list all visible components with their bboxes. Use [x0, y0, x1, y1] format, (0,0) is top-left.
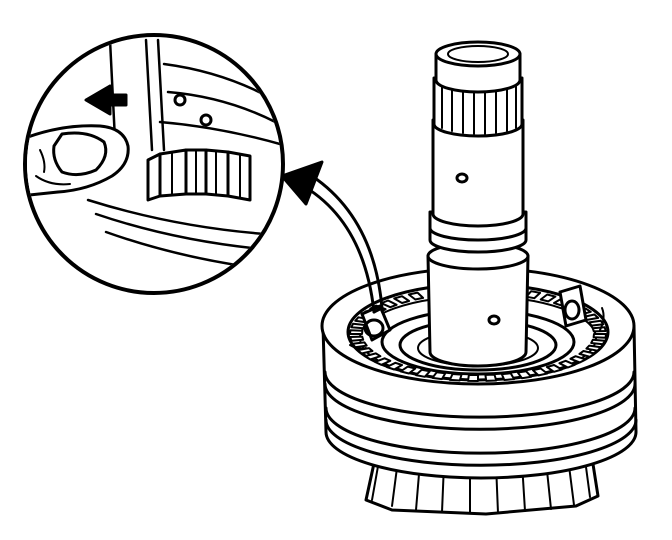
synchro-tooth — [349, 329, 364, 335]
detail-magnifier — [23, 33, 285, 295]
synchro-tooth — [585, 344, 602, 352]
detail-teeth — [146, 148, 252, 202]
synchro-tooth — [592, 333, 607, 339]
callout-arrow — [280, 160, 384, 314]
oil-hole-upper — [455, 172, 469, 184]
synchro-tooth — [590, 338, 606, 346]
synchro-tooth — [374, 357, 392, 366]
synchro-tooth — [414, 368, 431, 378]
output-shaft — [426, 40, 530, 368]
synchro-tooth — [531, 367, 549, 377]
synchro-tooth — [484, 373, 498, 382]
strut-pocket-right — [558, 284, 588, 328]
synchronizer-assembly — [320, 266, 638, 480]
synchro-tooth — [525, 290, 542, 300]
synchro-tooth — [545, 364, 563, 373]
synchro-tooth — [385, 361, 403, 371]
synchro-tooth — [467, 373, 479, 382]
synchro-tooth — [349, 335, 365, 342]
oil-hole-lower — [487, 314, 501, 326]
synchro-tooth — [351, 341, 368, 349]
synchro-tooth — [407, 291, 425, 301]
synchro-tooth — [399, 365, 417, 375]
strut-pocket-left — [360, 304, 392, 342]
synchro-tooth — [448, 373, 463, 382]
synchro-tooth — [569, 355, 587, 364]
synchro-tooth — [364, 352, 382, 361]
synchro-tooth — [558, 359, 576, 369]
direction-arrow — [84, 84, 128, 116]
synchro-tooth — [539, 293, 557, 303]
synchro-tooth — [393, 295, 411, 304]
synchro-tooth — [350, 322, 366, 330]
finger — [27, 124, 130, 198]
synchro-tooth — [578, 350, 596, 358]
synchro-tooth — [380, 299, 398, 309]
